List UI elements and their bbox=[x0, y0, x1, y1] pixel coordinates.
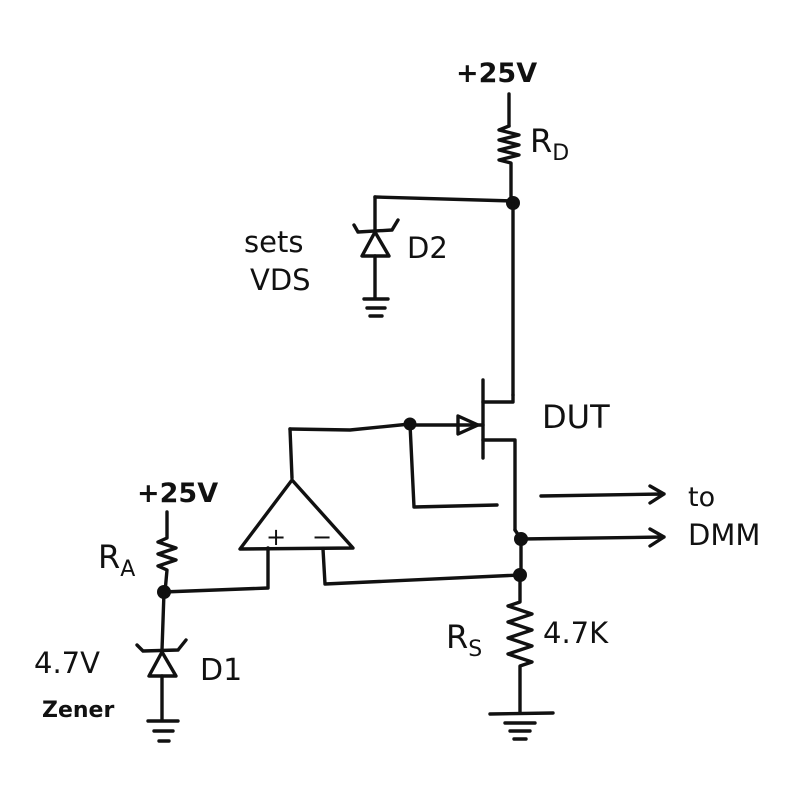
opamp-triangle bbox=[238, 478, 355, 551]
opamp-output-wire bbox=[288, 427, 294, 480]
dut-source-lead bbox=[481, 438, 517, 532]
opamp-minus-label: − bbox=[312, 523, 332, 551]
left-supply-label: +25V bbox=[137, 478, 218, 509]
d1-ground-icon bbox=[146, 719, 180, 743]
d1-zener-bar bbox=[135, 638, 188, 653]
ra-label: RA bbox=[98, 538, 135, 582]
d2-ground-icon bbox=[362, 297, 390, 318]
gate-source-tie-wire bbox=[408, 422, 499, 509]
opamp-plus-label: + bbox=[266, 523, 286, 551]
d1-top-wire bbox=[160, 590, 166, 652]
rs-value-label: 4.7K bbox=[543, 616, 609, 650]
opamp-plus-input-wire bbox=[161, 546, 270, 594]
rs-resistor bbox=[506, 573, 534, 714]
rs-label: RS bbox=[446, 618, 482, 662]
sets-label: sets bbox=[244, 225, 303, 259]
to-dmm-arrow-lower bbox=[519, 527, 666, 548]
dut-gate-arrow bbox=[456, 414, 480, 436]
rd-label: RD bbox=[530, 122, 569, 166]
opamp-output-to-gate-wire bbox=[288, 422, 412, 432]
to-label: to bbox=[688, 482, 715, 513]
rd-resistor bbox=[497, 124, 521, 200]
dut-label: DUT bbox=[542, 398, 610, 436]
d2-zener-triangle bbox=[360, 230, 391, 258]
top-supply-label: +25V bbox=[456, 58, 537, 89]
vds-label: VDS bbox=[250, 263, 311, 297]
d1-zener-triangle bbox=[147, 650, 178, 678]
ra-resistor bbox=[156, 510, 178, 594]
dut-drain-lead bbox=[481, 393, 515, 404]
zener-voltage-label: 4.7V bbox=[34, 646, 100, 680]
zener-word-label: Zener bbox=[42, 698, 114, 723]
rs-ground-icon bbox=[488, 711, 555, 741]
dmm-label: DMM bbox=[688, 518, 760, 552]
d2-label: D2 bbox=[407, 231, 448, 265]
to-dmm-arrow-upper bbox=[539, 484, 666, 505]
d1-label: D1 bbox=[200, 653, 242, 688]
d2-connection-wire bbox=[373, 195, 515, 203]
opamp-minus-input-wire bbox=[321, 547, 522, 586]
